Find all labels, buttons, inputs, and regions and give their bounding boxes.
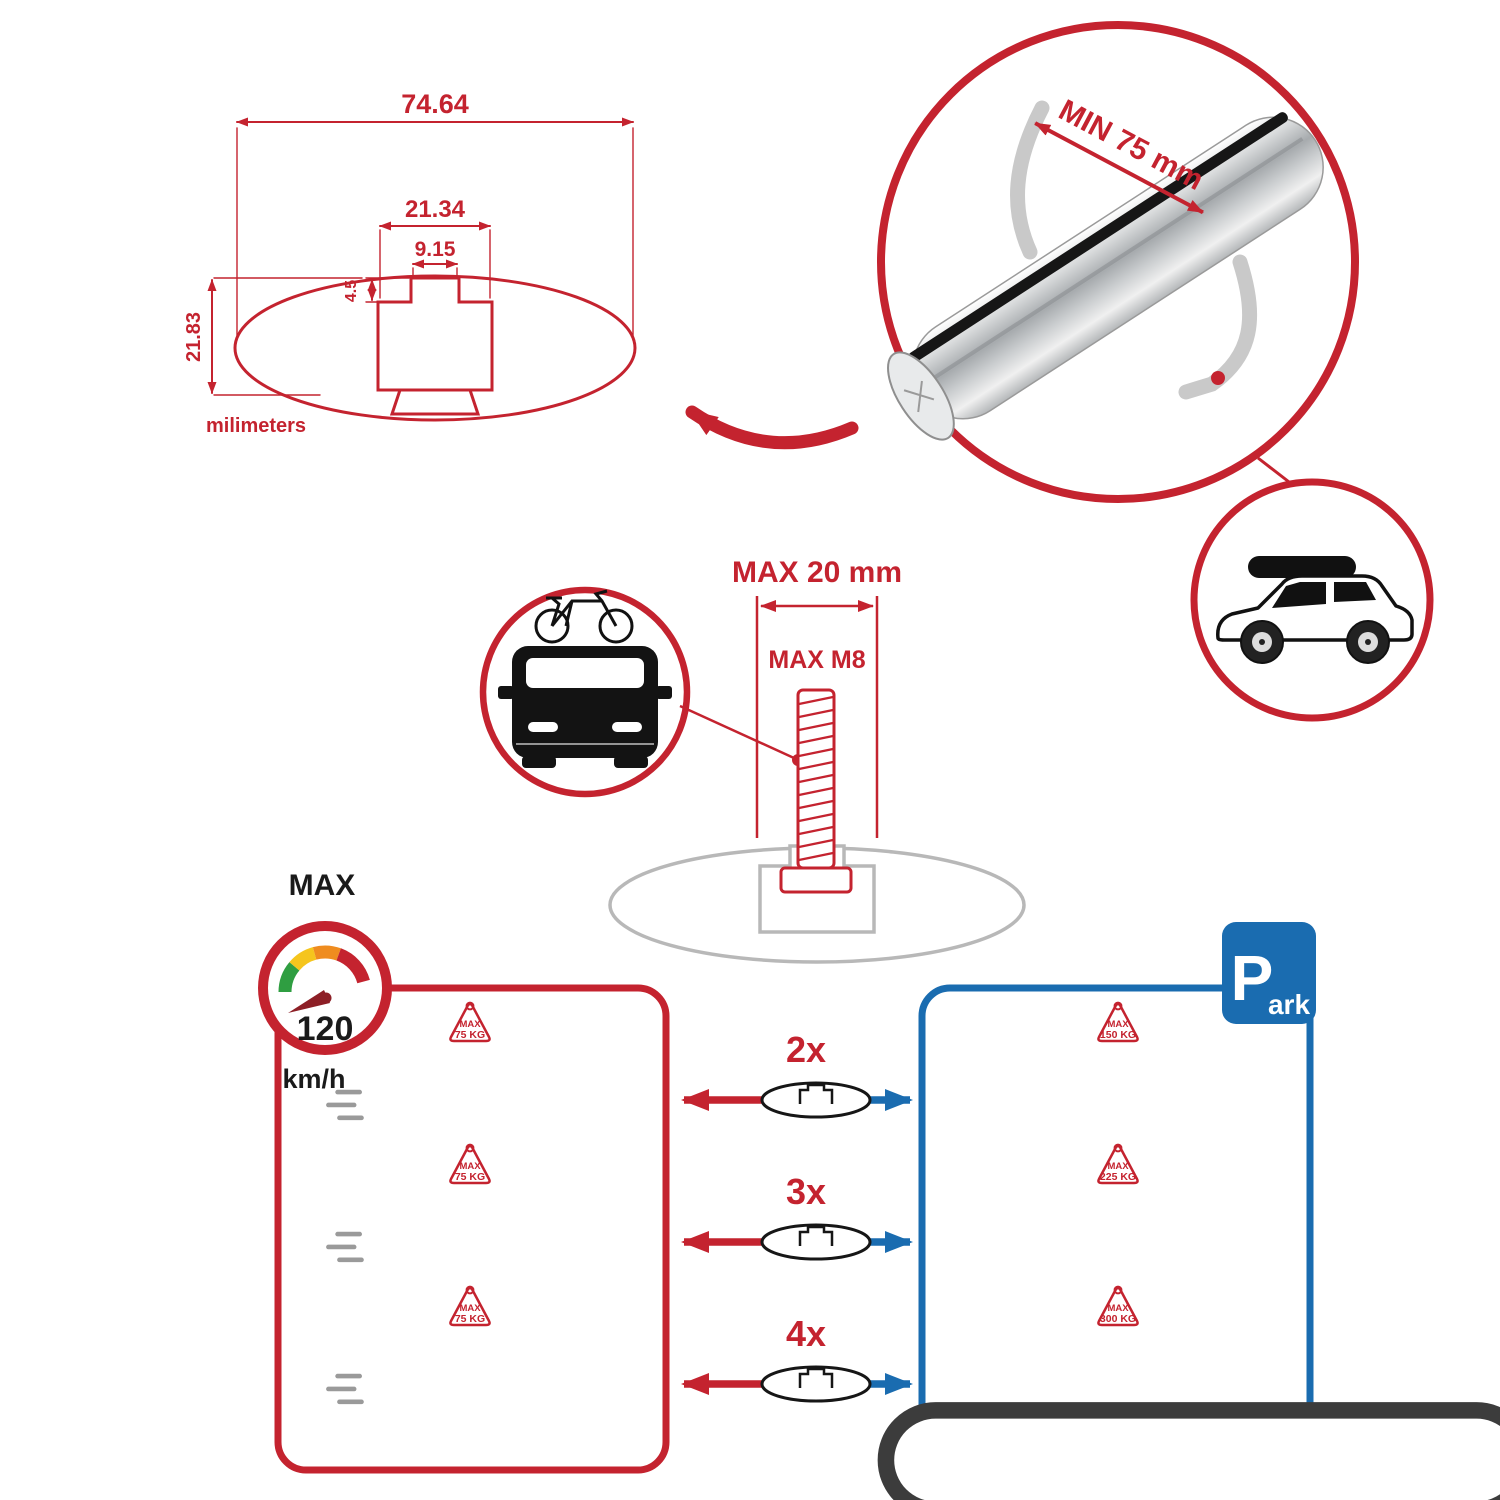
driving-car-row-2: MAX 75 KG: [326, 1143, 491, 1263]
roof-box-icon: [886, 1410, 1500, 1500]
gauge-ring: [258, 921, 392, 1055]
svg-text:225 KG: 225 KG: [1100, 1171, 1136, 1183]
driving-car-row-1: MAX 75 KG: [326, 1001, 1500, 1500]
profile-t-slot: [376, 276, 494, 392]
svg-text:MAX: MAX: [459, 1019, 481, 1030]
pointer-arrow: [685, 405, 859, 450]
quantity-row-3: 4x: [681, 1313, 913, 1403]
extension-lines: [213, 127, 634, 396]
svg-text:75 KG: 75 KG: [455, 1029, 485, 1041]
quantity-label: 3x: [786, 1171, 826, 1212]
bar-closeup: MIN 75 mm: [877, 21, 1359, 503]
dim-slot-width: 9.15: [415, 238, 456, 261]
car-front-icon: [498, 646, 672, 768]
motion-dashes: [326, 1373, 364, 1405]
gauge-needle: [288, 990, 330, 1013]
dim-channel-width: 21.34: [405, 196, 466, 223]
bar-profile-slot: [798, 1225, 834, 1246]
max-thread-label: MAX M8: [768, 646, 865, 674]
quantity-label: 2x: [786, 1029, 826, 1070]
svg-text:MAX: MAX: [459, 1303, 481, 1314]
gauge-units: km/h: [282, 1064, 345, 1094]
parked-car-row-3: MAX 300 KG: [1097, 1285, 1139, 1327]
parked-car-row-2: MAX 225 KG: [1097, 1143, 1139, 1185]
profile-keel: [389, 388, 481, 416]
gauge-arcs: [278, 945, 370, 993]
load-limit-badge: MAX 75 KG: [449, 1001, 491, 1043]
bolt-dimension-lines: [755, 596, 879, 838]
suv-roofbox-icon: [1216, 556, 1414, 664]
bolt-threads: [798, 695, 834, 862]
svg-text:MAX: MAX: [459, 1161, 481, 1172]
svg-text:MAX: MAX: [1107, 1303, 1129, 1314]
quantity-row-1: 2x: [681, 1029, 913, 1119]
bolt-diagram: MAX 20 mm MAX M8: [608, 556, 1026, 964]
svg-text:MAX: MAX: [1107, 1019, 1129, 1030]
motion-dashes: [326, 1089, 364, 1121]
bolt-leader: [679, 704, 795, 760]
gauge-hub: [320, 992, 332, 1004]
load-limit-badge: MAX 225 KG: [1097, 1143, 1139, 1185]
quantity-label: 4x: [786, 1313, 826, 1354]
load-limit-badge: MAX 300 KG: [1097, 1285, 1139, 1327]
quantity-row-2: 3x: [681, 1171, 913, 1261]
bar-profile-slot: [798, 1367, 834, 1388]
callout-dot: [1211, 371, 1225, 385]
gauge-title: MAX: [289, 869, 356, 902]
driving-panel: [274, 984, 670, 1474]
driving-car-row-3: MAX 75 KG: [326, 1285, 491, 1405]
svg-text:150 KG: 150 KG: [1100, 1029, 1136, 1041]
bar-profile-slot: [798, 1083, 834, 1104]
gauge-value: 120: [297, 1010, 354, 1048]
dim-outer-width: 74.64: [401, 89, 469, 119]
svg-text:MAX: MAX: [1107, 1161, 1129, 1172]
parking-panel: [918, 984, 1314, 1474]
load-limit-badge: MAX 75 KG: [449, 1285, 491, 1327]
t-bolt-icon: [779, 688, 853, 894]
svg-text:300 KG: 300 KG: [1100, 1313, 1136, 1325]
parking-sign-letter: P: [1231, 942, 1274, 1014]
dimension-lines: [207, 117, 634, 394]
speed-limit-gauge: MAX 120 km/h: [258, 869, 392, 1094]
load-limit-badge: MAX 150 KG: [1097, 1001, 1139, 1043]
svg-text:75 KG: 75 KG: [455, 1313, 485, 1325]
motion-dashes: [326, 1231, 364, 1263]
parking-sign-suffix: ark: [1268, 989, 1310, 1020]
parked-car-row-1: MAX 150 KG: [1097, 1001, 1139, 1043]
dim-profile-height: 21.83: [183, 312, 205, 362]
load-limit-badge: MAX 75 KG: [449, 1143, 491, 1185]
bike-car-circle: [479, 586, 804, 798]
suv-roofbox-circle: [1190, 478, 1434, 722]
cross-section-drawing: 74.64 21.34 9.15 4.5 21.83 milimeters: [183, 89, 637, 437]
parking-sign: P ark: [1222, 922, 1316, 1024]
bolt-t-head: [779, 866, 853, 894]
units-label: milimeters: [206, 415, 306, 437]
cargo-box-icon: [1248, 556, 1356, 578]
bike-icon: [534, 589, 634, 644]
dim-lip-height: 4.5: [343, 280, 360, 302]
max-width-label: MAX 20 mm: [732, 556, 902, 589]
svg-text:75 KG: 75 KG: [455, 1171, 485, 1183]
